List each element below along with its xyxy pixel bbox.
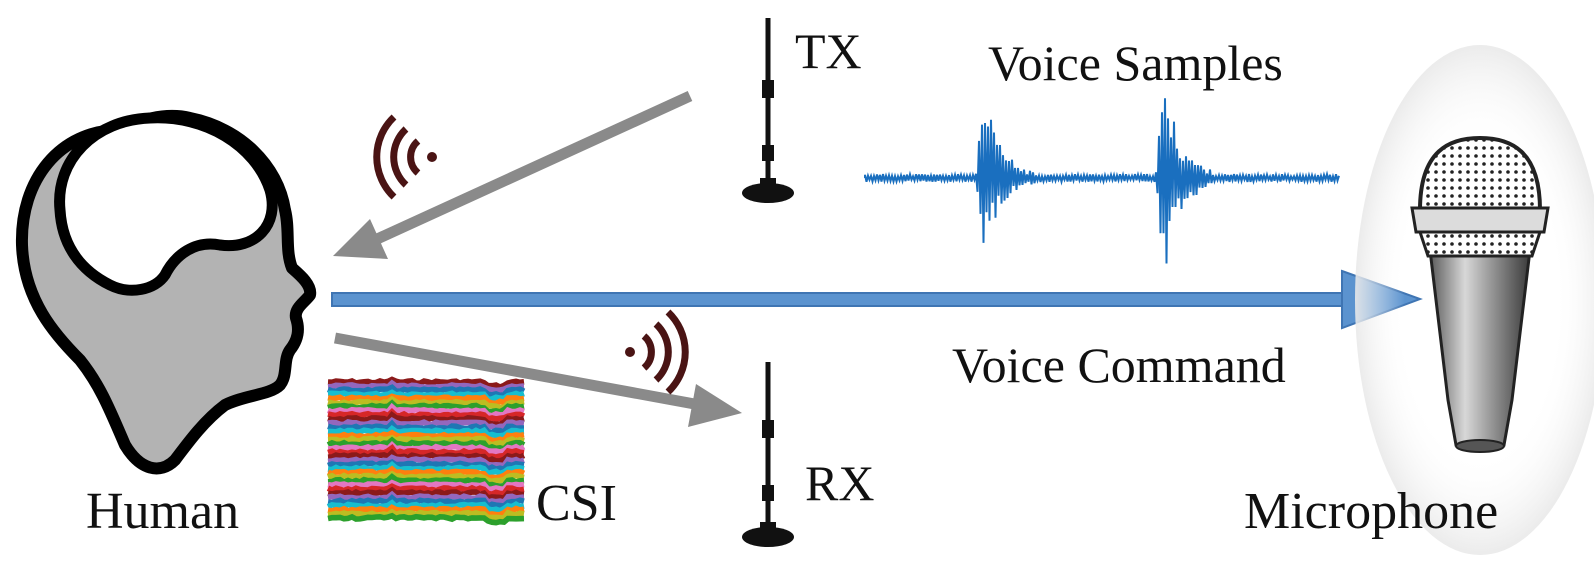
csi-stripe [327,508,525,522]
human-label: Human [86,483,239,540]
csi-stripe [327,458,525,473]
csi-stripe [327,416,525,431]
csi-stripe [327,494,525,510]
voice-waveform [864,98,1340,264]
rx-signal-arrow [334,332,742,427]
csi-stripe [327,376,525,391]
voice-command-label: Voice Command [952,337,1286,393]
wifi-signal-icon-rx [625,309,689,395]
csi-stripe [327,429,525,444]
csi-stripe [327,395,525,411]
csi-stripe [326,499,525,514]
csi-stripe [327,389,525,403]
csi-stripe [327,504,525,518]
csi-stripe [326,384,526,399]
csi-stripe [327,470,525,485]
wifi-signal-icon-tx [373,114,437,200]
csi-stripe [327,393,525,407]
csi-stripe [327,465,526,481]
rx-antenna-icon [742,362,794,547]
csi-stripe [326,436,526,453]
csi-stripe [327,407,526,422]
csi-label: CSI [536,475,617,532]
human-head-icon [15,109,317,475]
csi-stripe [327,424,525,439]
csi-stripe [327,486,525,502]
voice-command-arrow [331,269,1423,330]
csi-stripe [326,483,525,498]
csi-heatmap [326,376,526,526]
csi-stripe [327,512,525,526]
csi-stripe [327,448,526,465]
tx-label: TX [795,23,862,79]
tx-signal-arrow [333,90,693,259]
csi-stripe [327,479,525,493]
microphone-label: Microphone [1244,483,1498,540]
rx-label: RX [805,455,874,511]
microphone-icon [1355,45,1594,555]
csi-stripe [327,443,525,460]
voice-samples-label: Voice Samples [988,35,1283,91]
tx-antenna-icon [742,18,794,203]
csi-stripe [327,473,525,489]
